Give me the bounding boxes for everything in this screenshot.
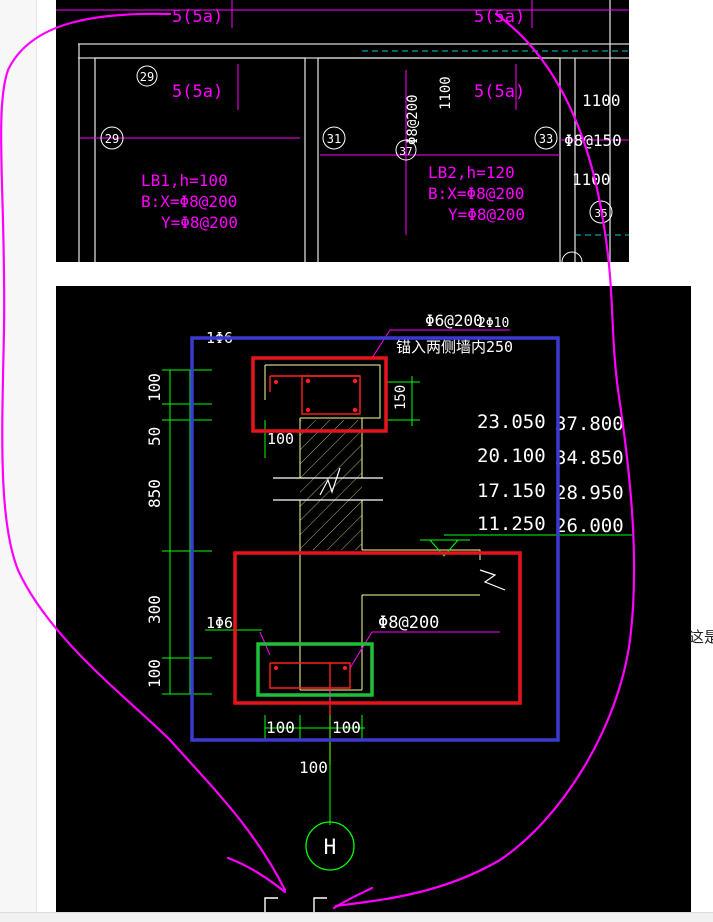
dimension-100-bottom: 100 — [145, 659, 164, 688]
dimension-100-total: 100 — [299, 758, 328, 777]
slab-lb1-title: LB1,h=100 — [141, 171, 228, 190]
slab-lb1-bottom-x: B:X=Φ8@200 — [141, 192, 237, 211]
highlight-blue-box — [190, 336, 560, 742]
elevation-leader — [420, 534, 632, 557]
rebar-vertical-label: Φ8@200 — [405, 94, 421, 145]
svg-text:33: 33 — [539, 132, 553, 146]
dimension-300: 300 — [145, 595, 164, 624]
dimension-label: 1100 — [582, 91, 621, 110]
slab-tag-31: 31 — [322, 126, 346, 150]
top-dashed-lines — [362, 50, 629, 236]
detail-drawing: 100 50 850 300 100 150 100 100 100 100 1… — [56, 286, 691, 916]
dimension-100-top: 100 — [145, 373, 164, 402]
freehand-arrow-left — [0, 12, 287, 892]
dimension-label: 1100 — [572, 170, 611, 189]
axis-label: H — [324, 835, 337, 859]
top-drawing: 5(5a) 5(5a) 5(5a) 5(5a) 29 29 31 33 — [56, 0, 629, 273]
slab-lb1-y: Y=Φ8@200 — [161, 213, 238, 232]
dimension-850: 850 — [145, 479, 164, 508]
right-dimension-150 — [386, 376, 420, 426]
note-leaders — [259, 329, 510, 700]
freehand-arrow-right — [334, 12, 636, 908]
elevation-left: 23.050 — [477, 411, 546, 433]
highlight-red-box-bottom — [233, 551, 522, 705]
slab-tag-37: 37 — [395, 139, 417, 161]
top-rebar-lines — [56, 0, 629, 235]
svg-text:37: 37 — [399, 145, 412, 158]
elevation-left: 11.250 — [477, 513, 546, 535]
left-dimension-chain — [162, 369, 212, 695]
dimension-100-right: 100 — [332, 718, 361, 737]
slab-tag-partial — [561, 251, 583, 273]
top-wall-lines — [78, 0, 629, 262]
slab-lb2-y: Y=Φ8@200 — [448, 205, 525, 224]
dimension-100-left: 100 — [266, 718, 295, 737]
freehand-arrowhead-left — [226, 856, 287, 894]
section-marks — [264, 897, 327, 912]
dimension-vertical: 1100 — [438, 76, 454, 110]
elevation-table: 23.050 20.100 17.150 11.250 37.800 34.85… — [477, 411, 624, 537]
detail-drawing-background — [56, 286, 691, 916]
dimension-50: 50 — [145, 427, 164, 446]
elevation-left: 17.150 — [477, 480, 546, 502]
slab-tag-33: 33 — [534, 126, 558, 150]
gutter-divider — [36, 0, 37, 922]
bottom-scrollbar-area[interactable] — [0, 912, 713, 922]
highlight-red-box-top — [251, 356, 388, 433]
anchor-note: 锚入两侧墙内250 — [396, 338, 513, 356]
page-side-text: 这是 — [689, 628, 713, 646]
dimension-150: 150 — [393, 385, 409, 410]
bar-label: 5(5a) — [172, 7, 223, 27]
elevation-right: 34.850 — [555, 447, 624, 469]
rebar-dots — [274, 378, 358, 670]
dimension-100-small: 100 — [267, 430, 294, 448]
elevation-right: 28.950 — [555, 482, 624, 504]
elevation-right: 37.800 — [555, 413, 624, 435]
rebar-label-bottom-left: 1Φ6 — [206, 614, 233, 632]
freehand-annotation-arrows — [0, 12, 636, 910]
elevation-left: 20.100 — [477, 445, 546, 467]
slab-tag-29a: 29 — [136, 65, 158, 87]
svg-text:29: 29 — [140, 70, 154, 84]
wall-hatch — [300, 420, 362, 550]
axis-bubble-h: H — [305, 821, 355, 871]
slab-lb2-bottom-x: B:X=Φ8@200 — [428, 184, 524, 203]
freehand-arrowhead-right — [332, 886, 374, 910]
left-gutter — [0, 0, 36, 922]
rebar-label-bottom: Φ8@200 — [378, 613, 439, 633]
svg-text:31: 31 — [327, 132, 341, 146]
bar-label: 5(5a) — [172, 82, 223, 102]
break-symbol — [273, 467, 506, 591]
rebar-label: Φ8@150 — [564, 131, 622, 150]
svg-text:29: 29 — [105, 132, 119, 146]
rebar-label-top-stirrup: Φ6@200 — [425, 311, 483, 330]
bar-label: 5(5a) — [474, 82, 525, 102]
rebar-label-top-main: 2Φ10 — [478, 316, 509, 331]
slab-lb2-title: LB2,h=120 — [428, 163, 515, 182]
slab-tag-29b: 29 — [100, 126, 124, 150]
elevation-right: 26.000 — [555, 515, 624, 537]
highlight-green-box — [256, 642, 374, 697]
